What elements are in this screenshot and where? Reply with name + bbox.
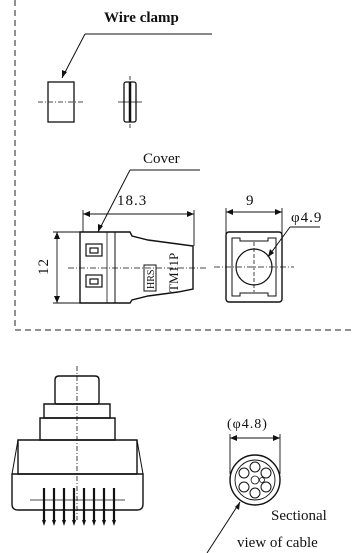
cover-arrow bbox=[98, 224, 103, 232]
dim-width-label: 9 bbox=[246, 193, 255, 209]
dim-cable-line bbox=[229, 434, 281, 474]
wire-clamp-label: Wire clamp bbox=[104, 10, 179, 26]
wire-clamp-leader bbox=[61, 33, 212, 79]
cover-slot-lower bbox=[85, 274, 103, 288]
dim-hole-label: φ4.9 bbox=[291, 210, 322, 226]
cover-leader bbox=[97, 169, 200, 233]
hrs-stamp-text: HRS bbox=[146, 270, 157, 289]
wire-clamp-side bbox=[118, 76, 142, 128]
cover-label: Cover bbox=[143, 151, 180, 167]
cover-front-view bbox=[214, 231, 294, 303]
cover-side-view bbox=[79, 231, 194, 304]
dim-cable-label: (φ4.8) bbox=[227, 417, 268, 432]
dim-height-line bbox=[53, 231, 80, 304]
sectional-arrow bbox=[235, 502, 240, 510]
wire-clamp-arrow bbox=[62, 70, 67, 78]
dim-width-line bbox=[225, 208, 283, 234]
sectional-label-line2: view of cable bbox=[237, 535, 318, 551]
plug-contact-tips bbox=[42, 520, 116, 526]
sectional-leader bbox=[206, 501, 241, 553]
wire-clamp-front bbox=[38, 81, 84, 123]
dim-width-arrow-left bbox=[226, 209, 233, 215]
dim-length-arrow-left bbox=[83, 211, 90, 217]
model-label: TM11P bbox=[166, 253, 181, 292]
dim-hole-arrow bbox=[268, 249, 274, 257]
dim-height-label: 12 bbox=[36, 258, 52, 275]
dim-cable-arrow-right bbox=[273, 435, 280, 441]
dim-height-arrow-top bbox=[54, 232, 60, 239]
plug-contacts bbox=[42, 488, 116, 520]
dim-cable-arrow-left bbox=[230, 435, 237, 441]
dim-length-label: 18.3 bbox=[117, 193, 147, 209]
dim-width-arrow-right bbox=[275, 209, 282, 215]
cover-slot-upper bbox=[85, 243, 103, 257]
modular-plug bbox=[11, 366, 144, 520]
cable-cross-section bbox=[229, 454, 281, 506]
sectional-label-line1: Sectional bbox=[271, 508, 327, 524]
dim-length-line bbox=[82, 210, 195, 246]
kit-boundary bbox=[14, 0, 355, 331]
dim-height-arrow-bottom bbox=[54, 296, 60, 303]
dim-length-arrow-right bbox=[187, 211, 194, 217]
hrs-stamp: HRS bbox=[143, 264, 157, 292]
